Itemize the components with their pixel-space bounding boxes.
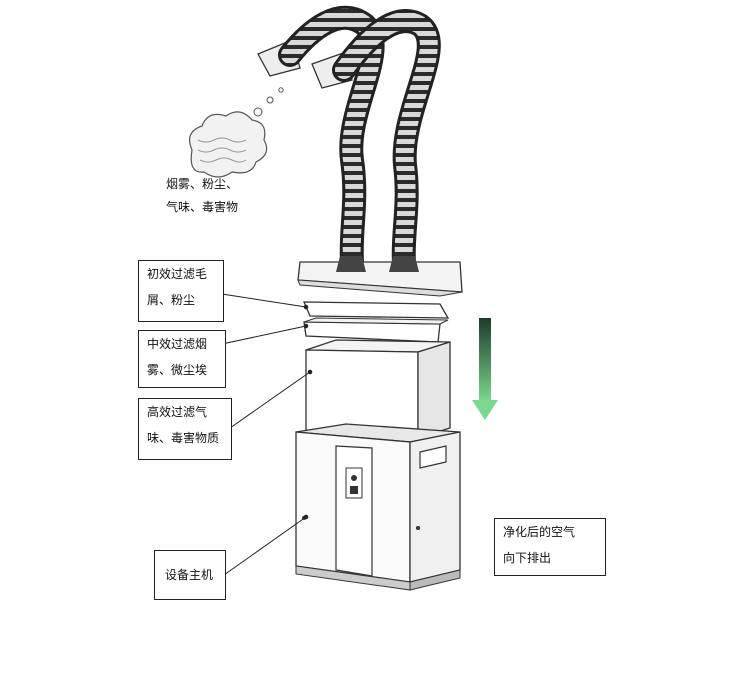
flexible-arm-icon	[278, 5, 441, 274]
medium-filter-label: 中效过滤烟 雾、微尘埃	[138, 330, 226, 388]
leader-lines	[221, 293, 313, 576]
primary-filter-sheet	[303, 301, 450, 319]
main-unit-cabinet	[295, 423, 461, 591]
primary-filter-label: 初效过滤毛 屑、粉尘	[138, 260, 224, 322]
smoke-label: 烟雾、粉尘、 气味、毒害物	[166, 177, 239, 214]
smoke-cloud-icon	[189, 87, 284, 178]
clean-air-label: 净化后的空气 向下排出	[494, 518, 606, 576]
main-unit-label: 设备主机	[154, 550, 226, 600]
high-filter-box	[305, 339, 451, 439]
top-plate-icon	[297, 256, 463, 297]
medium-filter-tray	[303, 317, 449, 343]
airflow-down-arrow-icon	[472, 318, 498, 420]
high-filter-label: 高效过滤气 味、毒害物质	[138, 398, 232, 460]
